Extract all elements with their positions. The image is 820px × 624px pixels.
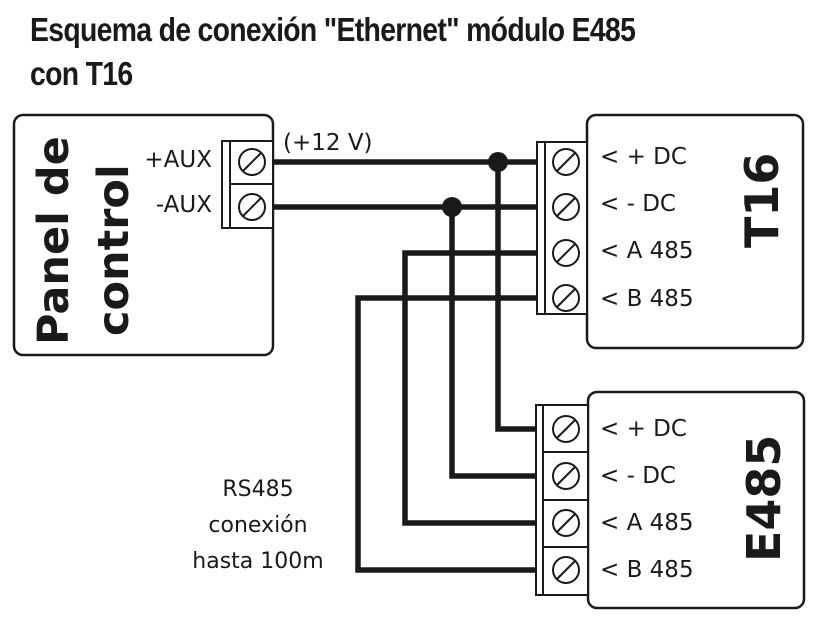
rs485-note: RS485 conexión hasta 100m bbox=[192, 477, 323, 574]
wires bbox=[273, 159, 537, 573]
e485-terminal-minus-dc: < - DC bbox=[600, 463, 676, 489]
note-line-3: hasta 100m bbox=[192, 549, 323, 574]
e485-terminal-b485: < B 485 bbox=[600, 557, 694, 583]
wire-minus-dc-to-e485 bbox=[449, 207, 536, 479]
control-panel: Panel de control +AUX -AUX (+12 V) bbox=[12, 113, 373, 357]
terminal-label-plus-aux: +AUX bbox=[144, 147, 212, 173]
t16-terminal-plus-dc: < + DC bbox=[600, 144, 687, 170]
t16-terminal-block bbox=[536, 141, 588, 315]
title-line-1: Esquema de conexión "Ethernet" módulo E4… bbox=[30, 11, 636, 48]
e485-name: E485 bbox=[737, 435, 791, 562]
e485-terminal-a485: < A 485 bbox=[600, 510, 694, 536]
screw-icon bbox=[552, 509, 580, 537]
junction-dot-plus bbox=[488, 152, 508, 172]
control-panel-box bbox=[12, 113, 275, 357]
wire-a485 bbox=[402, 250, 537, 526]
note-line-2: conexión bbox=[208, 513, 307, 538]
screw-icon bbox=[552, 415, 580, 443]
control-panel-name-line-1: Panel de bbox=[29, 136, 79, 345]
screw-icon bbox=[552, 148, 580, 176]
screw-icon bbox=[552, 239, 580, 267]
screw-icon bbox=[552, 193, 580, 221]
voltage-label: (+12 V) bbox=[283, 130, 373, 156]
junction-dot-minus bbox=[442, 197, 462, 217]
wire-b485 bbox=[355, 295, 537, 573]
note-line-1: RS485 bbox=[222, 477, 293, 502]
title-line-2: con T16 bbox=[30, 55, 133, 92]
t16-terminal-a485: < A 485 bbox=[600, 238, 694, 264]
terminal-label-minus-aux: -AUX bbox=[156, 192, 212, 218]
screw-icon bbox=[552, 284, 580, 312]
t16-terminal-minus-dc: < - DC bbox=[600, 191, 676, 217]
panel-terminal-block bbox=[221, 140, 274, 229]
control-panel-name-line-2: control bbox=[89, 164, 139, 336]
diagram-title: Esquema de conexión "Ethernet" módulo E4… bbox=[30, 8, 636, 96]
e485-terminal-block bbox=[535, 404, 589, 596]
t16-name: T16 bbox=[735, 153, 789, 248]
screw-icon bbox=[552, 462, 580, 490]
e485-terminal-plus-dc: < + DC bbox=[600, 416, 687, 442]
screw-icon bbox=[238, 148, 266, 176]
screw-icon bbox=[238, 193, 266, 221]
t16-module: T16 < + DC < - DC < A 485 < B 485 bbox=[585, 113, 805, 350]
screw-icon bbox=[552, 556, 580, 584]
e485-module: E485 < + DC < - DC < A 485 < B 485 bbox=[586, 390, 806, 610]
t16-terminal-b485: < B 485 bbox=[600, 286, 694, 312]
